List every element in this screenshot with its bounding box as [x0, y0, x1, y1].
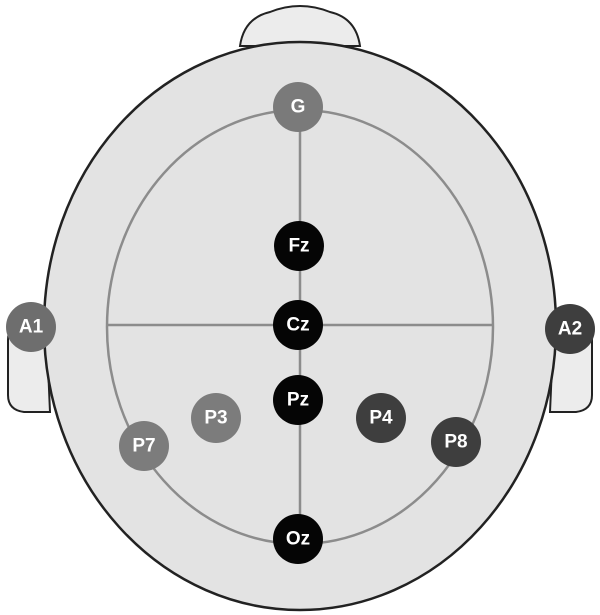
- electrode-p8-label: P8: [444, 432, 467, 453]
- electrode-g-marker: [273, 82, 323, 132]
- electrode-p4-label: P4: [369, 408, 393, 429]
- electrode-cz: Cz: [273, 300, 323, 350]
- electrode-a2-marker: [545, 304, 595, 354]
- electrode-p7-label: P7: [132, 436, 155, 457]
- electrode-p8-marker: [431, 417, 481, 467]
- electrode-oz-marker: [273, 514, 323, 564]
- electrode-a1-marker: [6, 302, 56, 352]
- electrode-oz-label: Oz: [286, 529, 310, 550]
- electrode-p8: P8: [431, 417, 481, 467]
- electrode-p4: P4: [356, 393, 406, 443]
- electrode-pz-label: Pz: [287, 390, 309, 411]
- electrode-pz: Pz: [273, 375, 323, 425]
- electrode-p7: P7: [119, 421, 169, 471]
- electrode-a1-label: A1: [19, 317, 44, 338]
- electrode-a1: A1: [6, 302, 56, 352]
- electrode-g-label: G: [291, 97, 306, 118]
- electrode-p3-marker: [191, 393, 241, 443]
- electrode-pz-marker: [273, 375, 323, 425]
- electrode-p7-marker: [119, 421, 169, 471]
- electrode-p3: P3: [191, 393, 241, 443]
- electrode-p4-marker: [356, 393, 406, 443]
- electrode-a2-label: A2: [558, 319, 582, 340]
- electrode-fz-marker: [274, 221, 324, 271]
- electrode-oz: Oz: [273, 514, 323, 564]
- electrode-p3-label: P3: [204, 408, 227, 429]
- electrode-cz-marker: [273, 300, 323, 350]
- electrode-fz: Fz: [274, 221, 324, 271]
- electrode-g: G: [273, 82, 323, 132]
- electrode-fz-label: Fz: [288, 236, 309, 257]
- electrode-a2: A2: [545, 304, 595, 354]
- nose: [238, 5, 362, 47]
- electrode-cz-label: Cz: [286, 315, 309, 336]
